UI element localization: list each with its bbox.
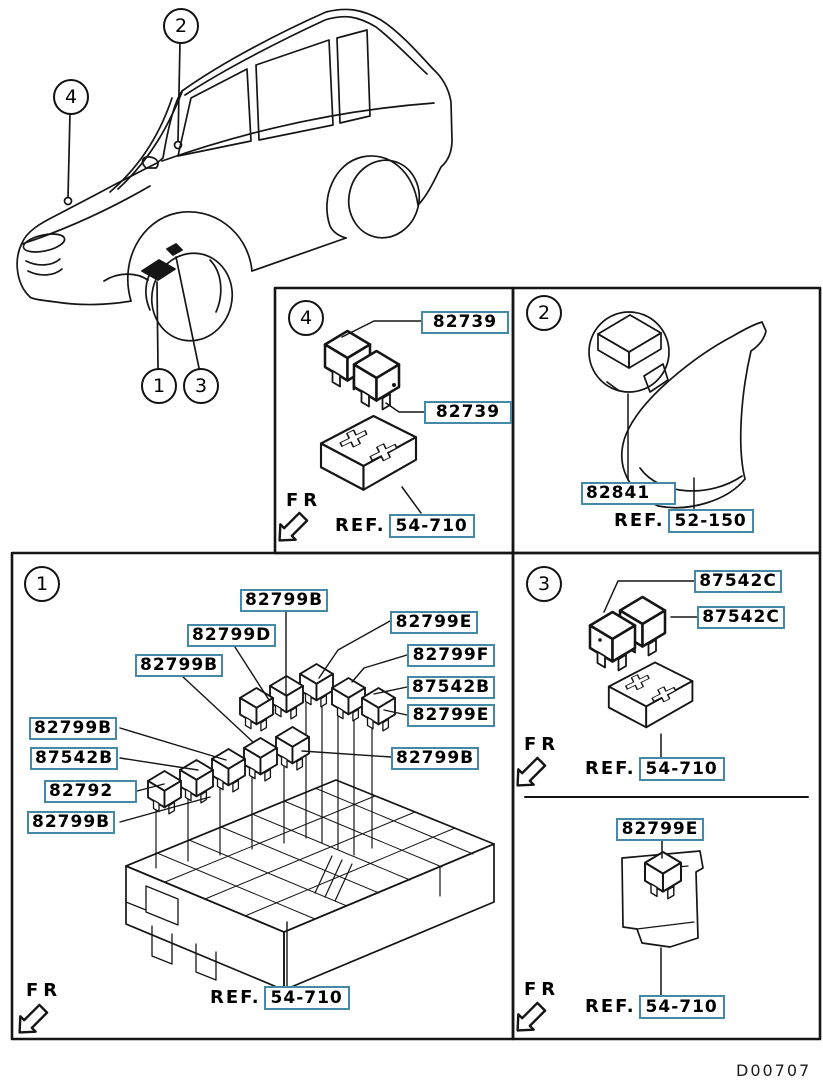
section-3-bottom-ref: REF. 54-710	[585, 995, 725, 1019]
section-1-ref: REF. 54-710	[210, 986, 350, 1010]
callout-4: 4	[53, 79, 89, 115]
part-label-82799B-top[interactable]: 82799B	[240, 589, 329, 612]
section-1-number-text: 1	[35, 573, 49, 595]
relay-part-3-marker	[166, 243, 183, 256]
car-illustration	[16, 8, 453, 369]
section-2-number-text: 2	[537, 302, 551, 324]
fr-label: FR	[26, 980, 63, 1001]
section-2-artwork	[588, 311, 767, 511]
part-label-82739-a[interactable]: 82739	[421, 311, 509, 334]
fr-direction-arrow	[278, 511, 309, 542]
part-label-82799E-right2[interactable]: 82799E	[407, 704, 495, 727]
part-label-82799E-right1[interactable]: 82799E	[390, 611, 478, 634]
ref-code-52-150[interactable]: 52-150	[667, 509, 754, 533]
part-label-87542B-right[interactable]: 87542B	[407, 676, 496, 699]
section-3-number-text: 3	[537, 573, 551, 595]
fr-direction-arrow	[18, 1003, 49, 1034]
ref-prefix: REF.	[210, 987, 261, 1008]
drawing-code: D00707	[736, 1061, 812, 1080]
part-label-82799E-bottom[interactable]: 82799E	[616, 818, 704, 841]
part-label-87542B-left[interactable]: 87542B	[30, 747, 119, 770]
callout-leader-lines	[63, 41, 200, 369]
callout-4-number: 4	[64, 86, 78, 108]
ref-prefix: REF.	[614, 510, 665, 531]
ref-prefix: REF.	[585, 996, 636, 1017]
section-4-number: 4	[288, 300, 324, 336]
section-frames	[10, 286, 822, 1041]
part-label-82799B-left[interactable]: 82799B	[29, 717, 118, 740]
section-3-number: 3	[526, 566, 562, 602]
ref-code-54-710[interactable]: 54-710	[263, 986, 350, 1010]
callout-1: 1	[141, 368, 177, 404]
section1-leader-lines	[119, 610, 408, 987]
relay-part-1-marker	[141, 259, 176, 281]
part-label-82799F[interactable]: 82799F	[407, 644, 495, 667]
callout-1-number: 1	[152, 375, 166, 397]
section-2-ref: REF. 52-150	[614, 509, 754, 533]
section-2-number: 2	[526, 295, 562, 331]
part-label-82799B-right[interactable]: 82799B	[391, 747, 480, 770]
section-4-number-text: 4	[299, 307, 313, 329]
section-4-artwork	[278, 320, 425, 542]
callout-2: 2	[163, 8, 199, 44]
fr-label: FR	[524, 979, 561, 1000]
part-label-82799B-upper-left[interactable]: 82799B	[135, 654, 224, 677]
ref-prefix: REF.	[585, 758, 636, 779]
fr-label: FR	[524, 734, 561, 755]
callout-3: 3	[183, 368, 219, 404]
ref-code-54-710[interactable]: 54-710	[638, 757, 725, 781]
fr-label: FR	[286, 490, 323, 511]
part-label-82841[interactable]: 82841	[581, 482, 676, 505]
section-3-top-ref: REF. 54-710	[585, 757, 725, 781]
ref-prefix: REF.	[335, 515, 386, 536]
part-label-82739-b[interactable]: 82739	[424, 401, 512, 424]
section-3-artwork	[516, 580, 704, 1032]
fr-direction-arrow	[516, 756, 547, 787]
part-label-87542C-a[interactable]: 87542C	[694, 570, 782, 593]
fr-direction-arrow	[516, 1001, 547, 1032]
ref-code-54-710[interactable]: 54-710	[638, 995, 725, 1019]
callout-3-number: 3	[194, 375, 208, 397]
ref-code-54-710[interactable]: 54-710	[388, 514, 475, 538]
part-label-82799B-bottom-left[interactable]: 82799B	[27, 811, 116, 834]
section-4-ref: REF. 54-710	[335, 514, 475, 538]
part-label-87542C-b[interactable]: 87542C	[697, 606, 785, 629]
section-1-number: 1	[24, 566, 60, 602]
part-label-82792[interactable]: 82792	[44, 780, 137, 803]
callout-2-number: 2	[174, 15, 188, 37]
part-label-82799D[interactable]: 82799D	[187, 624, 277, 647]
